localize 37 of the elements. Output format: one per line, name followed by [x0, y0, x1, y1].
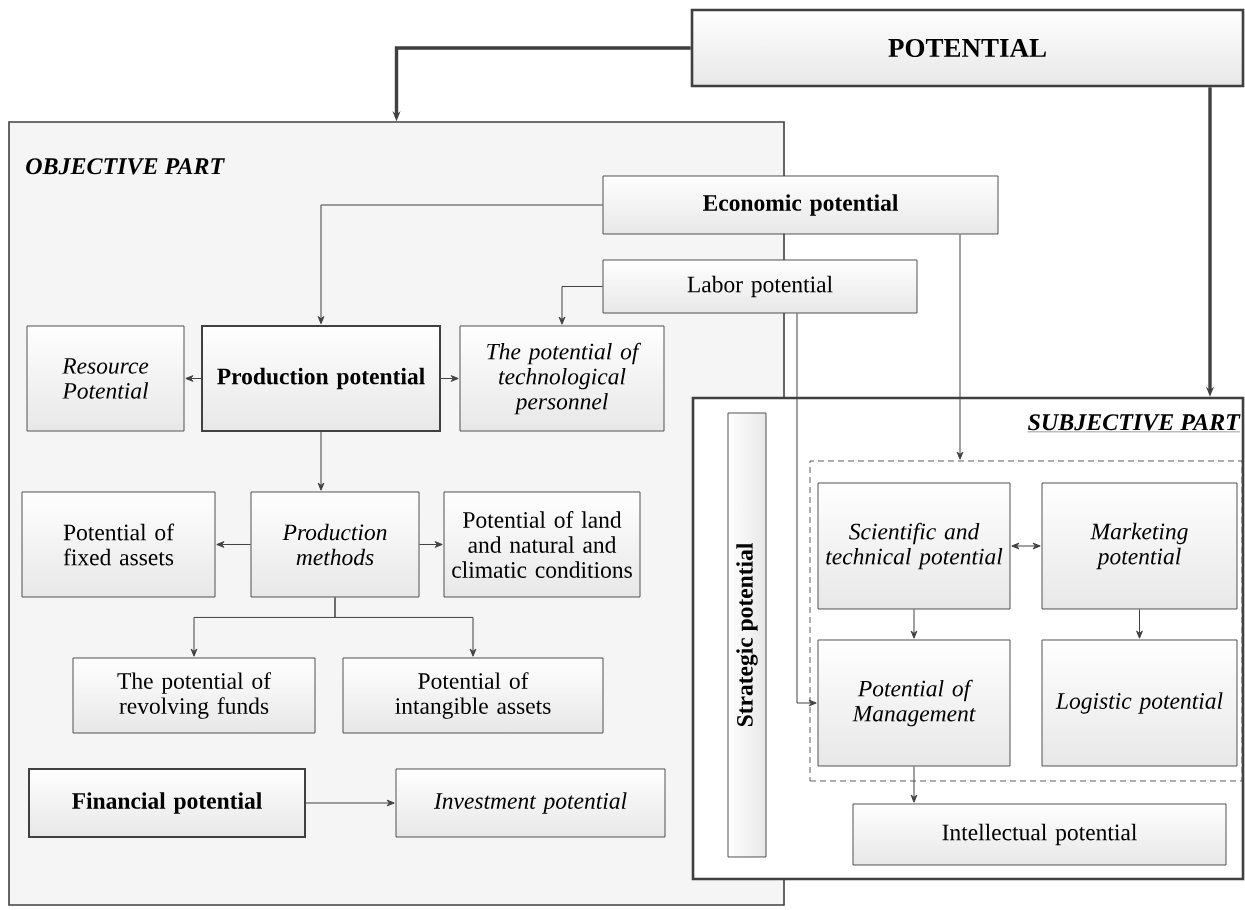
- process-box: Investment potential: [395, 768, 666, 838]
- arrow: [317, 431, 325, 491]
- process-box: The potential of technological personnel: [459, 325, 665, 432]
- process-box: Financial potential: [28, 768, 306, 838]
- process-box: Potential of intangible assets: [342, 657, 604, 734]
- arrow: [317, 204, 604, 325]
- arrow: [216, 541, 252, 548]
- arrow: [1011, 542, 1041, 550]
- process-box: Resource Potential: [26, 325, 185, 432]
- dashed-group-box: [809, 460, 1243, 782]
- panel-heading: OBJECTIVE PART: [26, 158, 225, 175]
- arrow: [440, 375, 459, 382]
- arrow: [334, 596, 477, 657]
- process-box: Intellectual potential: [852, 803, 1227, 866]
- process-box: Economic potential: [602, 175, 999, 235]
- process-box: Labor potential: [602, 259, 918, 314]
- process-box: Production methods: [250, 491, 420, 598]
- arrow: [796, 312, 817, 707]
- process-box: Potential of fixed assets: [21, 491, 216, 598]
- process-box: Marketing potential: [1041, 482, 1238, 610]
- arrow: [185, 375, 202, 382]
- arrow: [1136, 608, 1143, 639]
- process-box: Logistic potential: [1041, 639, 1238, 767]
- process-box: Potential of land and natural and climatic conditions: [443, 491, 641, 598]
- process-box: The potential of revolving funds: [72, 657, 316, 734]
- process-box: Production potential: [201, 325, 441, 432]
- process-box: Scientific and technical potential: [817, 482, 1011, 610]
- vertical-box: Strategic potential: [727, 412, 767, 858]
- process-box: POTENTIAL: [690, 8, 1245, 88]
- arrow: [910, 608, 918, 639]
- arrow: [910, 765, 918, 803]
- arrow: [956, 233, 964, 460]
- arrow: [558, 286, 604, 325]
- arrow: [418, 541, 443, 548]
- arrow: [305, 799, 395, 807]
- process-box: Potential of Management: [817, 639, 1011, 767]
- panel-heading: SUBJECTIVE PART: [1027, 414, 1241, 433]
